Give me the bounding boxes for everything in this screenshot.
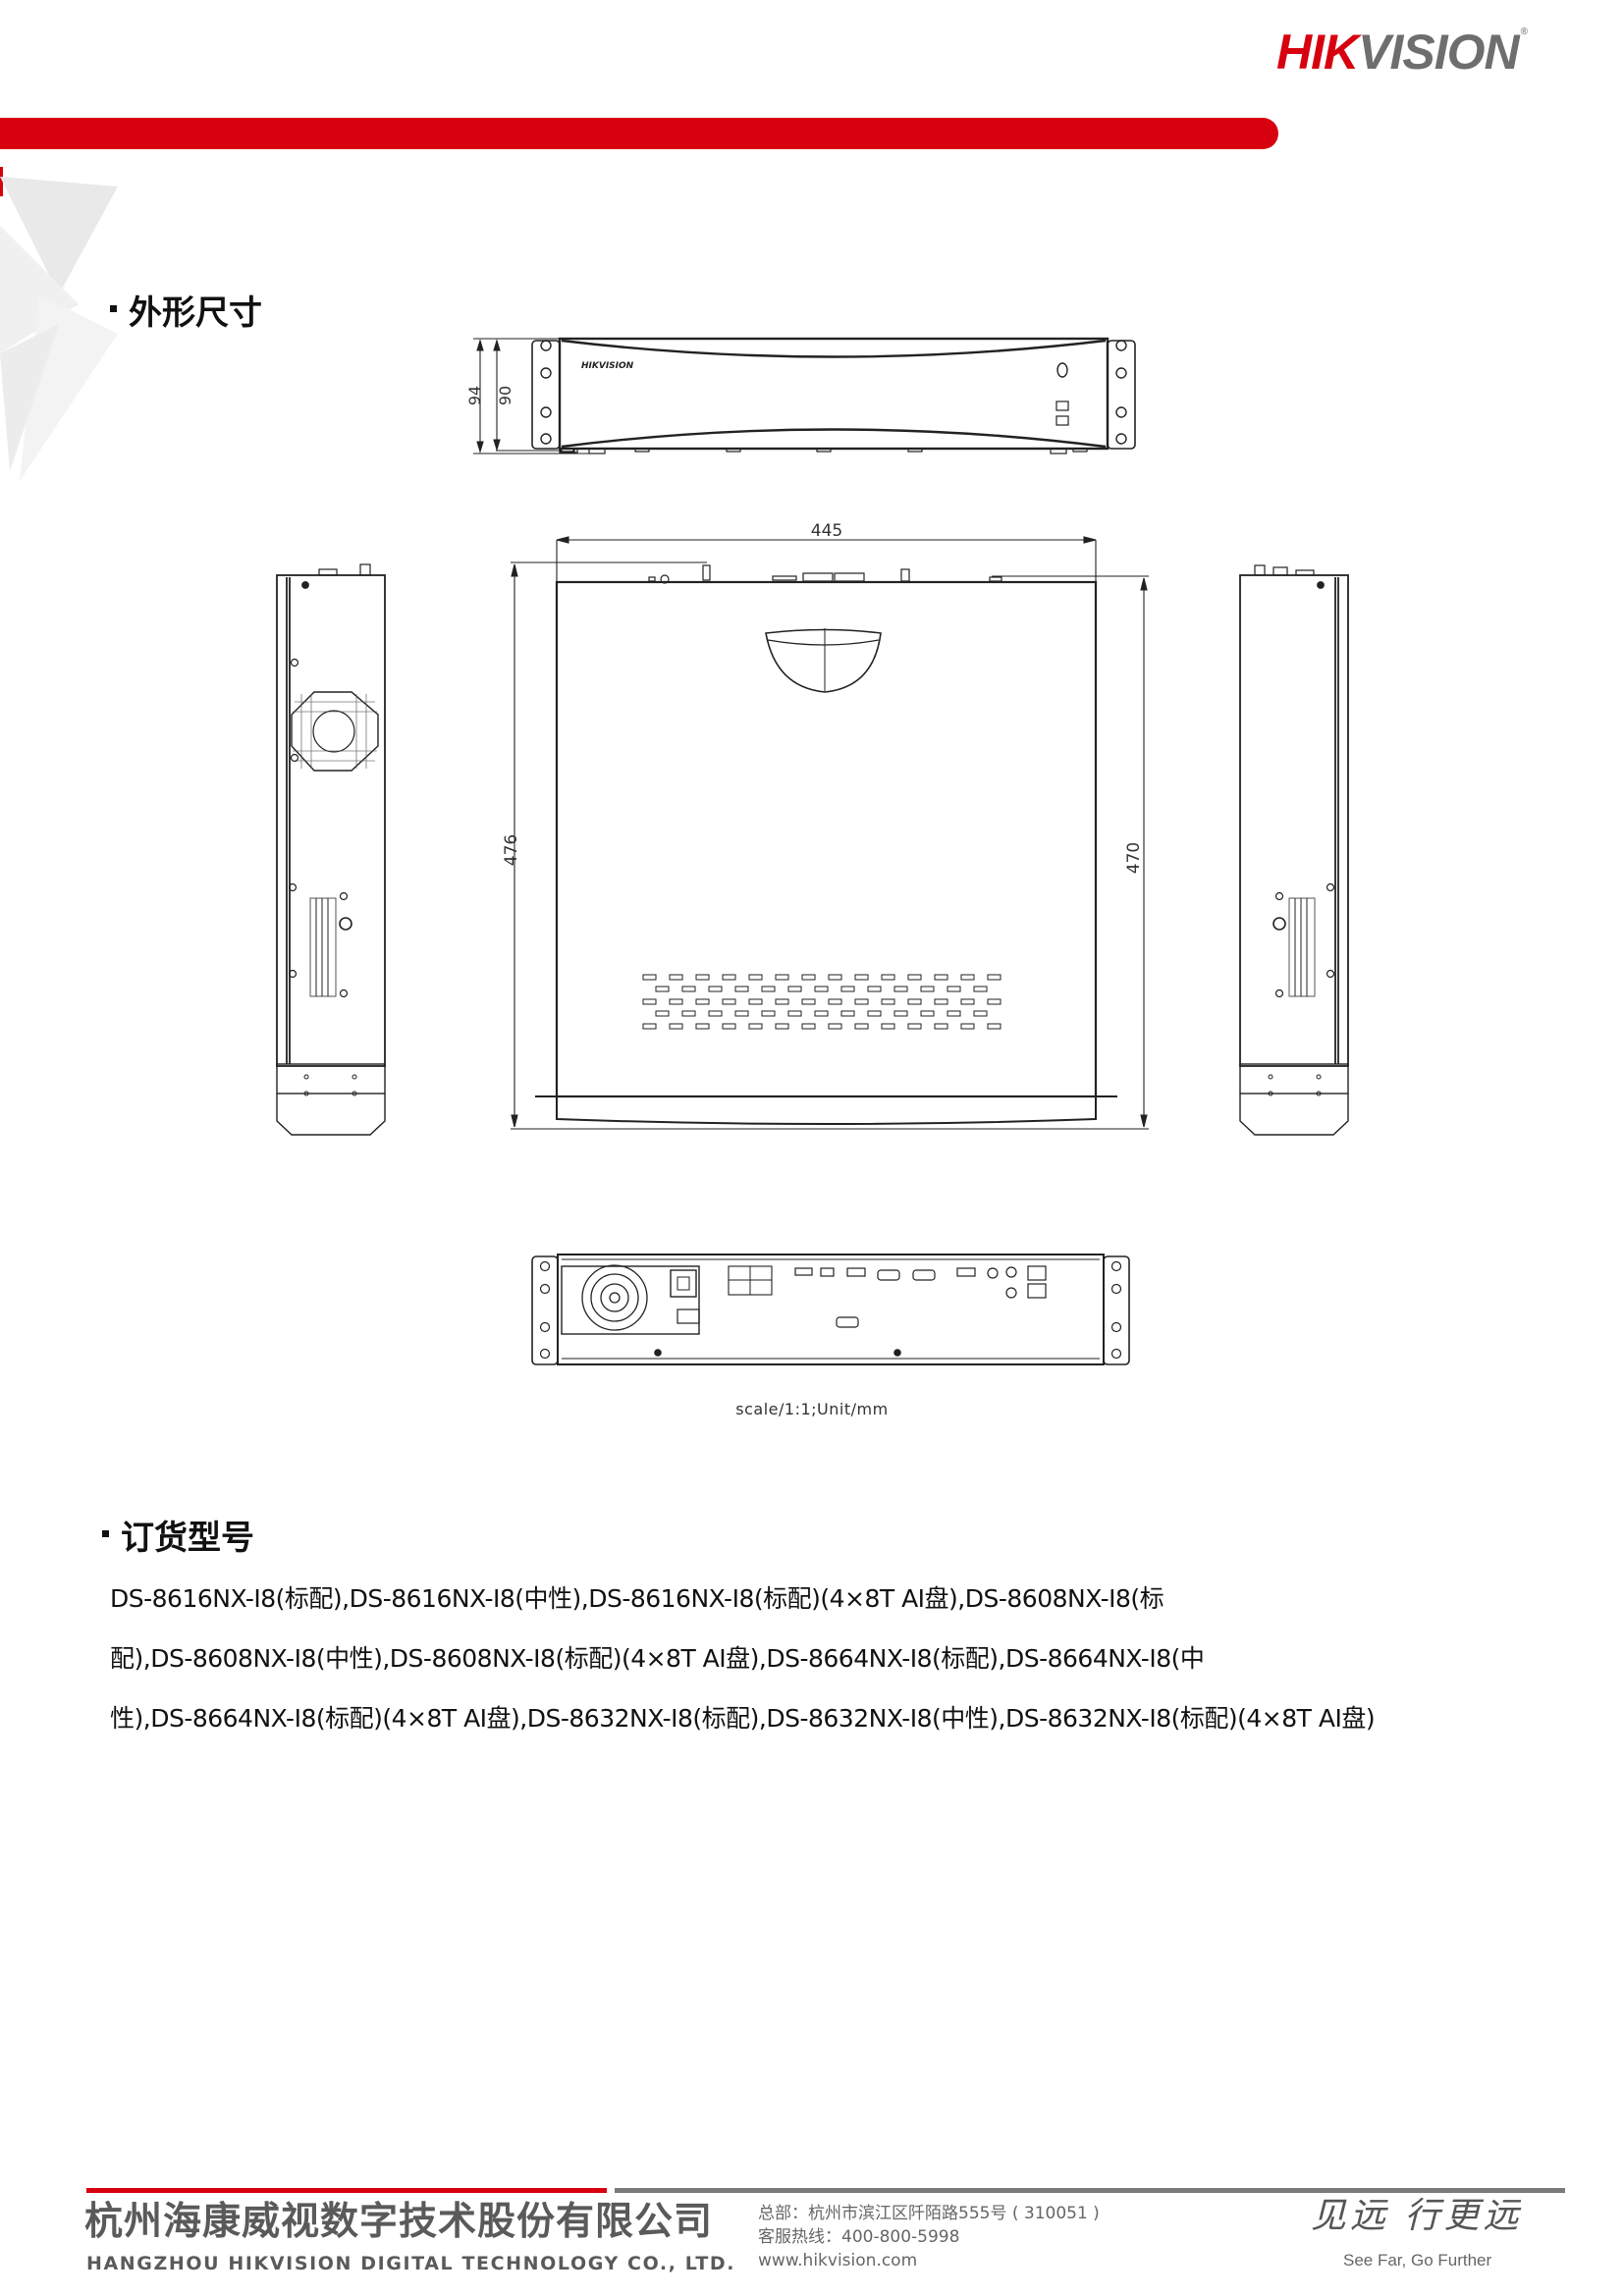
order-model-list: DS-8616NX-I8(标配),DS-8616NX-I8(中性),DS-861… [110, 1569, 1543, 1748]
slogan-en: See Far, Go Further [1343, 2251, 1492, 2269]
service-hotline: 客服热线：400-800-5998 [758, 2227, 960, 2247]
headquarters-address: 总部：杭州市滨江区阡陌路555号 ( 310051 ) [758, 2204, 1100, 2223]
svg-text:94: 94 [465, 386, 484, 405]
rear-view-drawing [531, 1254, 1130, 1365]
side-vent-left [309, 897, 337, 997]
section-title-text: 外形尺寸 [129, 294, 262, 333]
right-side-view-drawing [1239, 564, 1349, 1136]
section-title-order-models: 订货型号 [102, 1522, 254, 1555]
footer-gray-line [615, 2188, 1565, 2193]
logo-hik: HIK [1276, 25, 1359, 80]
left-red-accent [0, 167, 3, 196]
model-list-line: DS-8616NX-I8(标配),DS-8616NX-I8(中性),DS-861… [110, 1584, 1164, 1613]
bullet-icon [110, 305, 117, 312]
website-link[interactable]: www.hikvision.com [758, 2251, 918, 2270]
scale-note: scale/1:1;Unit/mm [735, 1400, 889, 1418]
svg-text:HIKVISION: HIKVISION [581, 361, 634, 371]
model-list-line: 配),DS-8608NX-I8(中性),DS-8608NX-I8(标配)(4×8… [110, 1644, 1205, 1673]
header-red-bar [0, 118, 1278, 149]
footer-red-line [86, 2188, 607, 2193]
hikvision-logo: HIKVISION® [1276, 25, 1528, 80]
contact-info: 总部：杭州市滨江区阡陌路555号 ( 310051 ) 客服热线：400-800… [758, 2202, 1100, 2272]
svg-text:445: 445 [811, 521, 842, 541]
decorative-polygon-graphic [0, 177, 118, 481]
company-name-cn: 杭州海康威视数字技术股份有限公司 [84, 2200, 714, 2244]
left-side-view-drawing [276, 563, 386, 1136]
bullet-icon [102, 1530, 109, 1537]
dimension-drawings: HIKVISION 94 90 [276, 337, 1349, 1365]
vent-grid [642, 974, 1001, 1030]
slogan-cn: 见远 行更远 [1311, 2196, 1523, 2236]
svg-text:476: 476 [502, 834, 521, 866]
registered-mark: ® [1520, 27, 1528, 37]
svg-text:90: 90 [496, 386, 514, 405]
side-vent-right [1288, 897, 1316, 997]
svg-text:470: 470 [1124, 842, 1144, 874]
psu-fan [581, 1264, 648, 1331]
section-title-dimensions: 外形尺寸 [110, 296, 262, 330]
section-title-text: 订货型号 [121, 1519, 254, 1558]
front-view-drawing: HIKVISION 94 90 [465, 337, 1136, 454]
model-list-line: 性),DS-8664NX-I8(标配)(4×8T AI盘),DS-8632NX-… [110, 1704, 1376, 1733]
top-view-drawing: 445 476 470 [502, 521, 1149, 1130]
logo-vision: VISION [1358, 25, 1519, 80]
company-name-en: HANGZHOU HIKVISION DIGITAL TECHNOLOGY CO… [86, 2253, 736, 2274]
